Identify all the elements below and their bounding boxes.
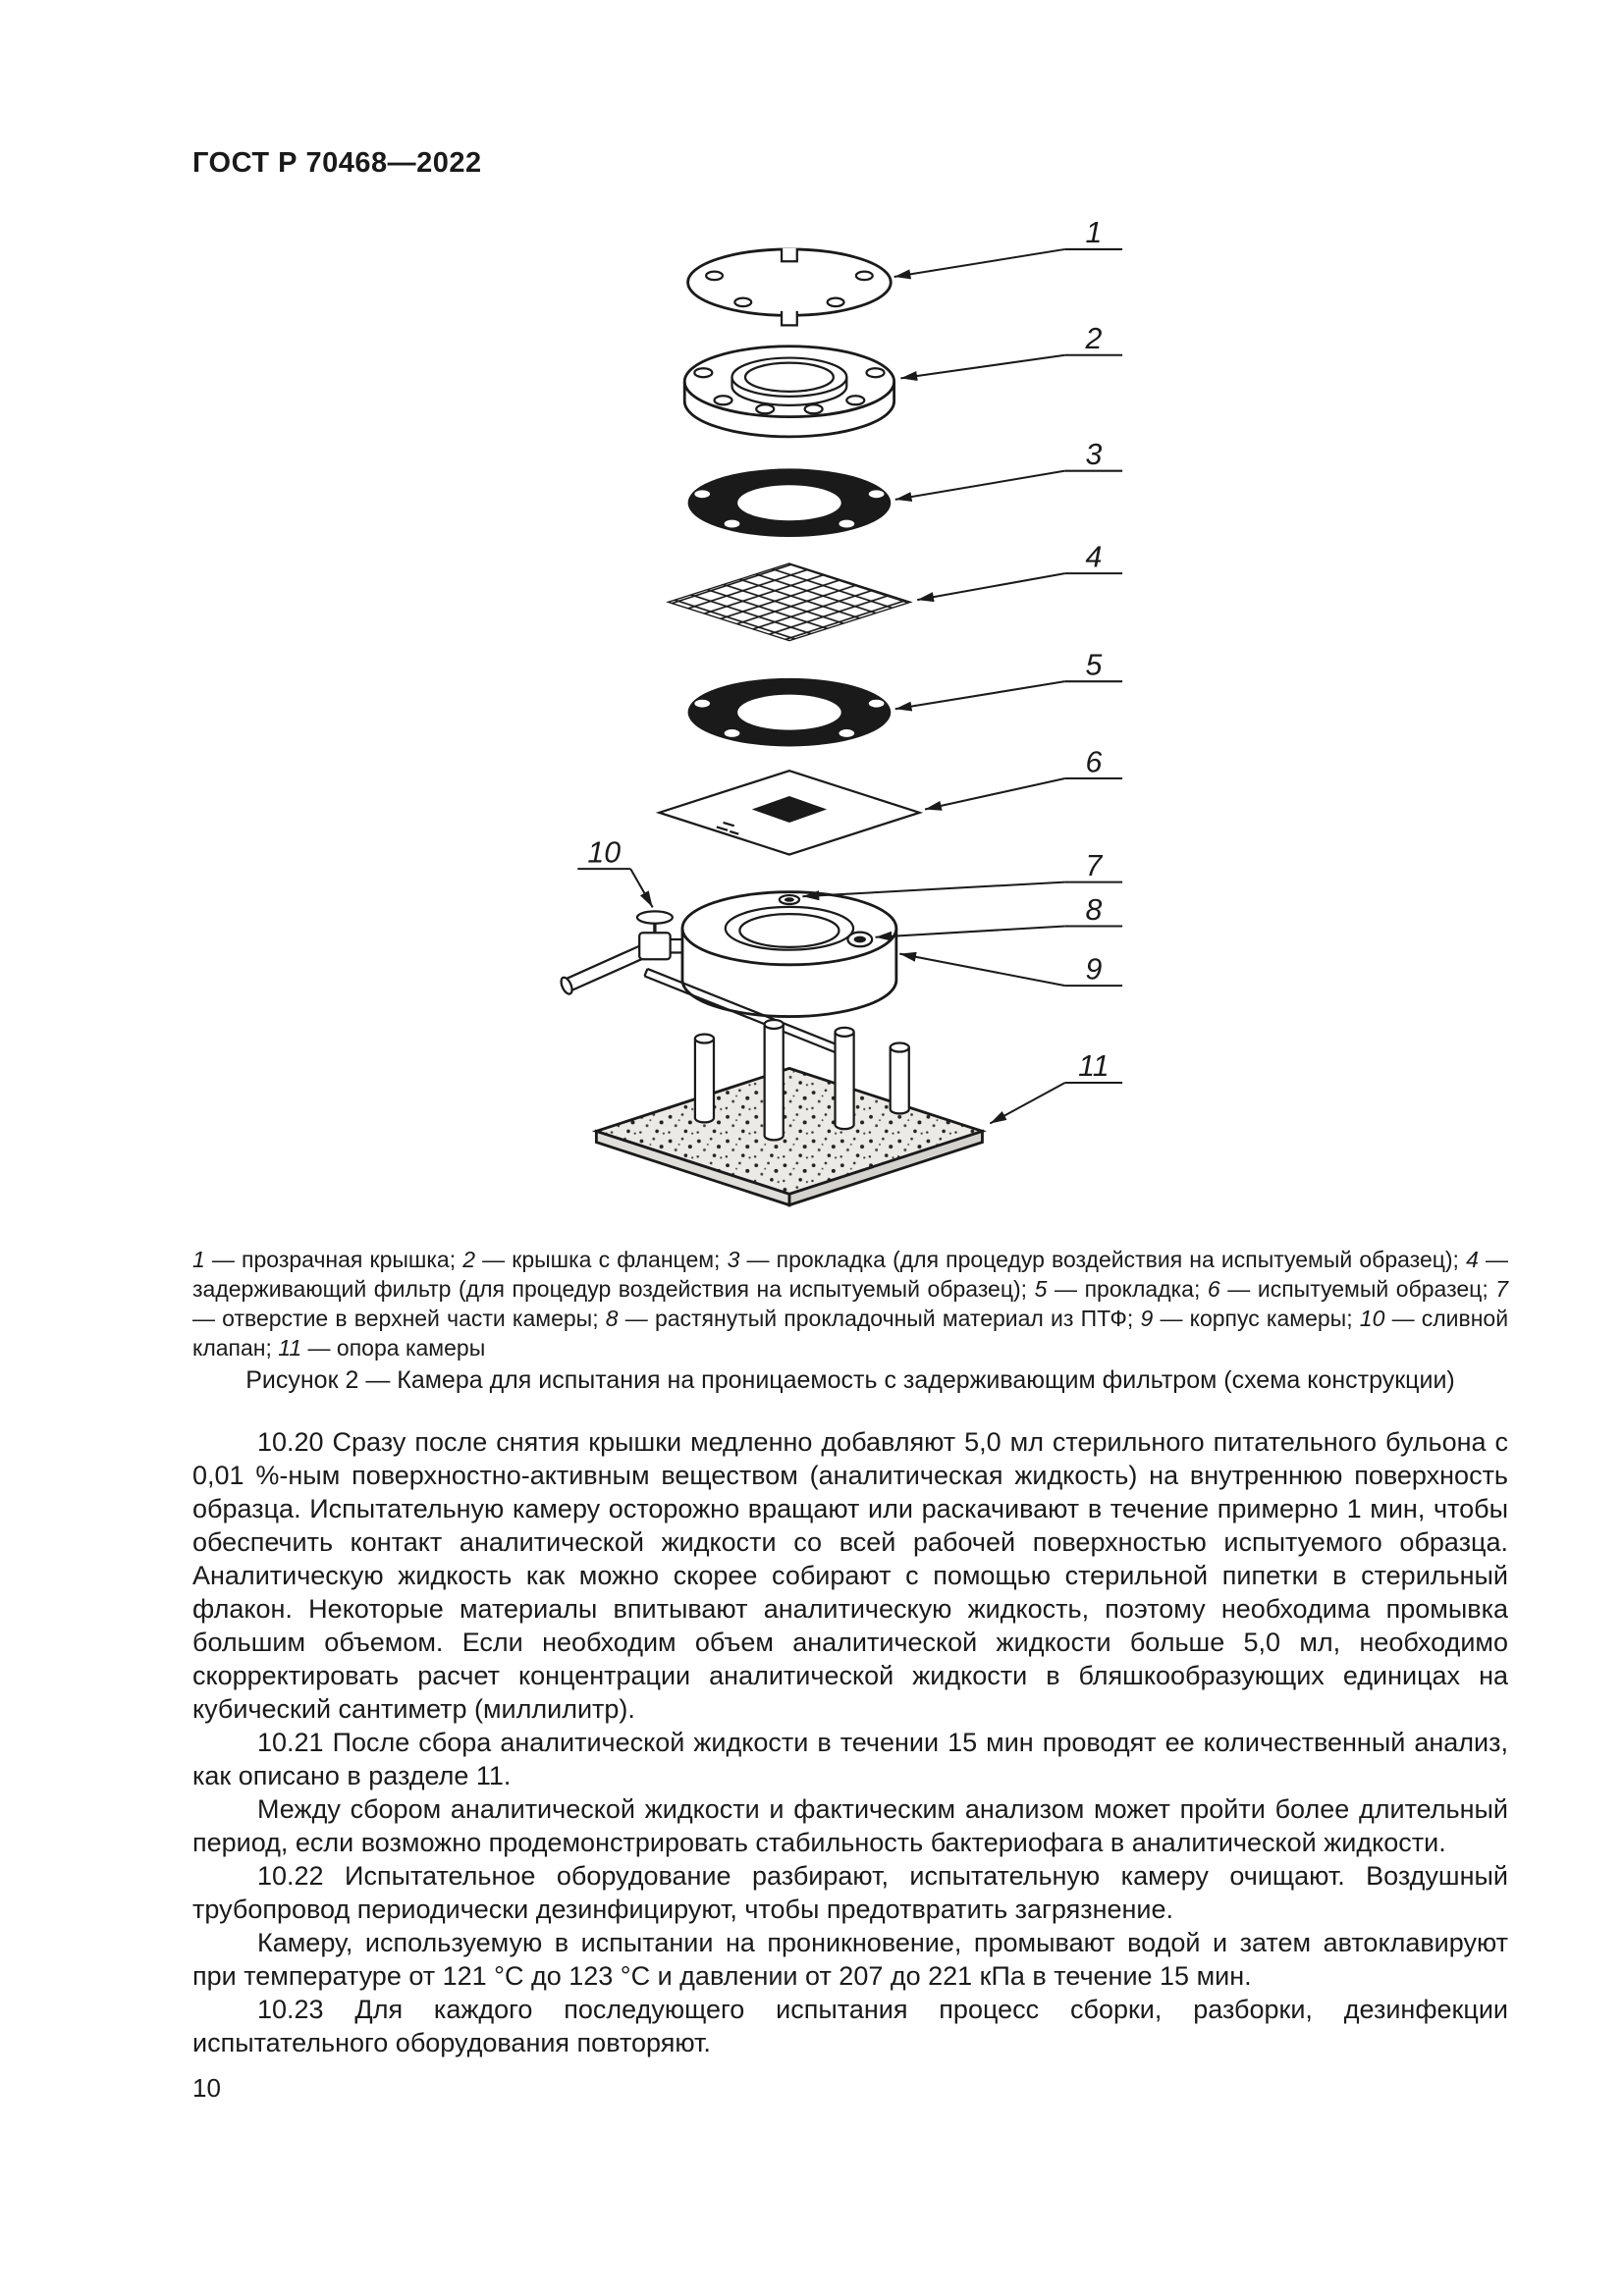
- part-6-test-sample: [655, 769, 924, 856]
- part-3-gasket: [687, 468, 892, 538]
- legend-text-6: — испытуемый образец;: [1227, 1276, 1489, 1302]
- support-stud: [693, 1033, 716, 1124]
- callout-10: 10: [577, 836, 654, 908]
- legend-num-6: 6: [1207, 1276, 1220, 1302]
- legend-text-8: — растянутый прокладочный материал из ПТ…: [624, 1306, 1134, 1331]
- part-5-gasket: [687, 677, 892, 747]
- legend-num-9: 9: [1140, 1306, 1154, 1331]
- legend-num-8: 8: [605, 1306, 619, 1331]
- legend-num-5: 5: [1034, 1276, 1048, 1302]
- part-9-chamber-body: [680, 890, 898, 1019]
- callout-4: 4: [917, 541, 1123, 603]
- legend-text-3: — прокладка (для процедур воздействия на…: [746, 1247, 1459, 1272]
- callout-label-2: 2: [1084, 323, 1102, 355]
- callout-label-8: 8: [1085, 894, 1102, 927]
- legend-num-10: 10: [1359, 1306, 1385, 1331]
- paragraph-note: Между сбором аналитической жидкости и фа…: [192, 1794, 1508, 1857]
- legend-text-11: — опора камеры: [307, 1335, 486, 1361]
- callout-9: 9: [899, 951, 1123, 988]
- legend-text-10: — сливной клапан;: [192, 1306, 1509, 1361]
- callout-label-11: 11: [1078, 1050, 1109, 1083]
- legend-text-1: — прозрачная крышка;: [211, 1247, 457, 1272]
- legend-text-5: — прокладка;: [1055, 1276, 1201, 1302]
- callout-label-3: 3: [1085, 439, 1102, 471]
- callout-6: 6: [924, 746, 1123, 811]
- doc-number: ГОСТ Р 70468—2022: [192, 147, 482, 179]
- support-stud: [834, 1026, 855, 1131]
- paragraph-10-20: 10.20 Сразу после снятия крышки медленно…: [192, 1427, 1508, 1724]
- figure-legend: 1 — прозрачная крышка; 2 — крышка с флан…: [192, 1245, 1508, 1362]
- callout-7: 7: [802, 850, 1123, 901]
- part-7-top-hole: [778, 893, 801, 906]
- legend-num-4: 4: [1466, 1247, 1479, 1272]
- support-stud: [889, 1041, 910, 1115]
- callout-label-4: 4: [1085, 541, 1102, 573]
- support-stud: [763, 1018, 785, 1142]
- figure-2-diagram: 1 2 3 4 5: [293, 214, 1198, 1217]
- callout-label-9: 9: [1085, 953, 1102, 986]
- legend-num-3: 3: [727, 1247, 740, 1272]
- legend-num-1: 1: [192, 1247, 205, 1272]
- callout-label-1: 1: [1085, 217, 1102, 249]
- page-number: 10: [192, 2073, 221, 2103]
- legend-text-7: — отверстие в верхней части камеры;: [192, 1306, 599, 1331]
- part-4-retaining-filter: [666, 562, 913, 642]
- callout-5: 5: [894, 649, 1123, 712]
- callout-label-10: 10: [587, 836, 621, 869]
- part-8-ptfe-grommet: [846, 931, 874, 948]
- assembly-diagram: 1 2 3 4 5: [560, 217, 1123, 1207]
- figure-caption: Рисунок 2 — Камера для испытания на прон…: [245, 1366, 1455, 1394]
- legend-num-7: 7: [1495, 1276, 1509, 1302]
- callout-label-7: 7: [1085, 850, 1103, 882]
- paragraph-10-22: 10.22 Испытательное оборудование разбира…: [192, 1861, 1508, 1924]
- callout-11: 11: [989, 1050, 1123, 1125]
- part-1-transparent-cover: [686, 247, 893, 327]
- legend-num-2: 2: [462, 1247, 476, 1272]
- callout-label-5: 5: [1085, 649, 1102, 681]
- callout-2: 2: [900, 323, 1123, 381]
- legend-text-2: — крышка с фланцем;: [482, 1247, 721, 1272]
- callout-3: 3: [894, 439, 1123, 503]
- body-text: 10.20 Сразу после снятия крышки медленно…: [192, 1425, 1508, 2059]
- paragraph-10-23: 10.23 Для каждого последующего испытания…: [192, 1995, 1508, 2057]
- paragraph-autoclave: Камеру, используемую в испытании на прон…: [192, 1928, 1508, 1991]
- legend-text-4: — задерживающий фильтр (для процедур воз…: [192, 1247, 1508, 1302]
- legend-num-11: 11: [278, 1335, 302, 1361]
- callout-8: 8: [875, 894, 1123, 941]
- part-11-chamber-support: [591, 1018, 987, 1207]
- callout-1: 1: [893, 217, 1123, 280]
- part-10-drain-valve: [560, 910, 854, 1060]
- legend-text-9: — корпус камеры;: [1160, 1306, 1353, 1331]
- paragraph-10-21: 10.21 После сбора аналитической жидкости…: [192, 1728, 1508, 1790]
- part-2-flange-cover: [682, 345, 896, 439]
- callout-label-6: 6: [1085, 746, 1102, 778]
